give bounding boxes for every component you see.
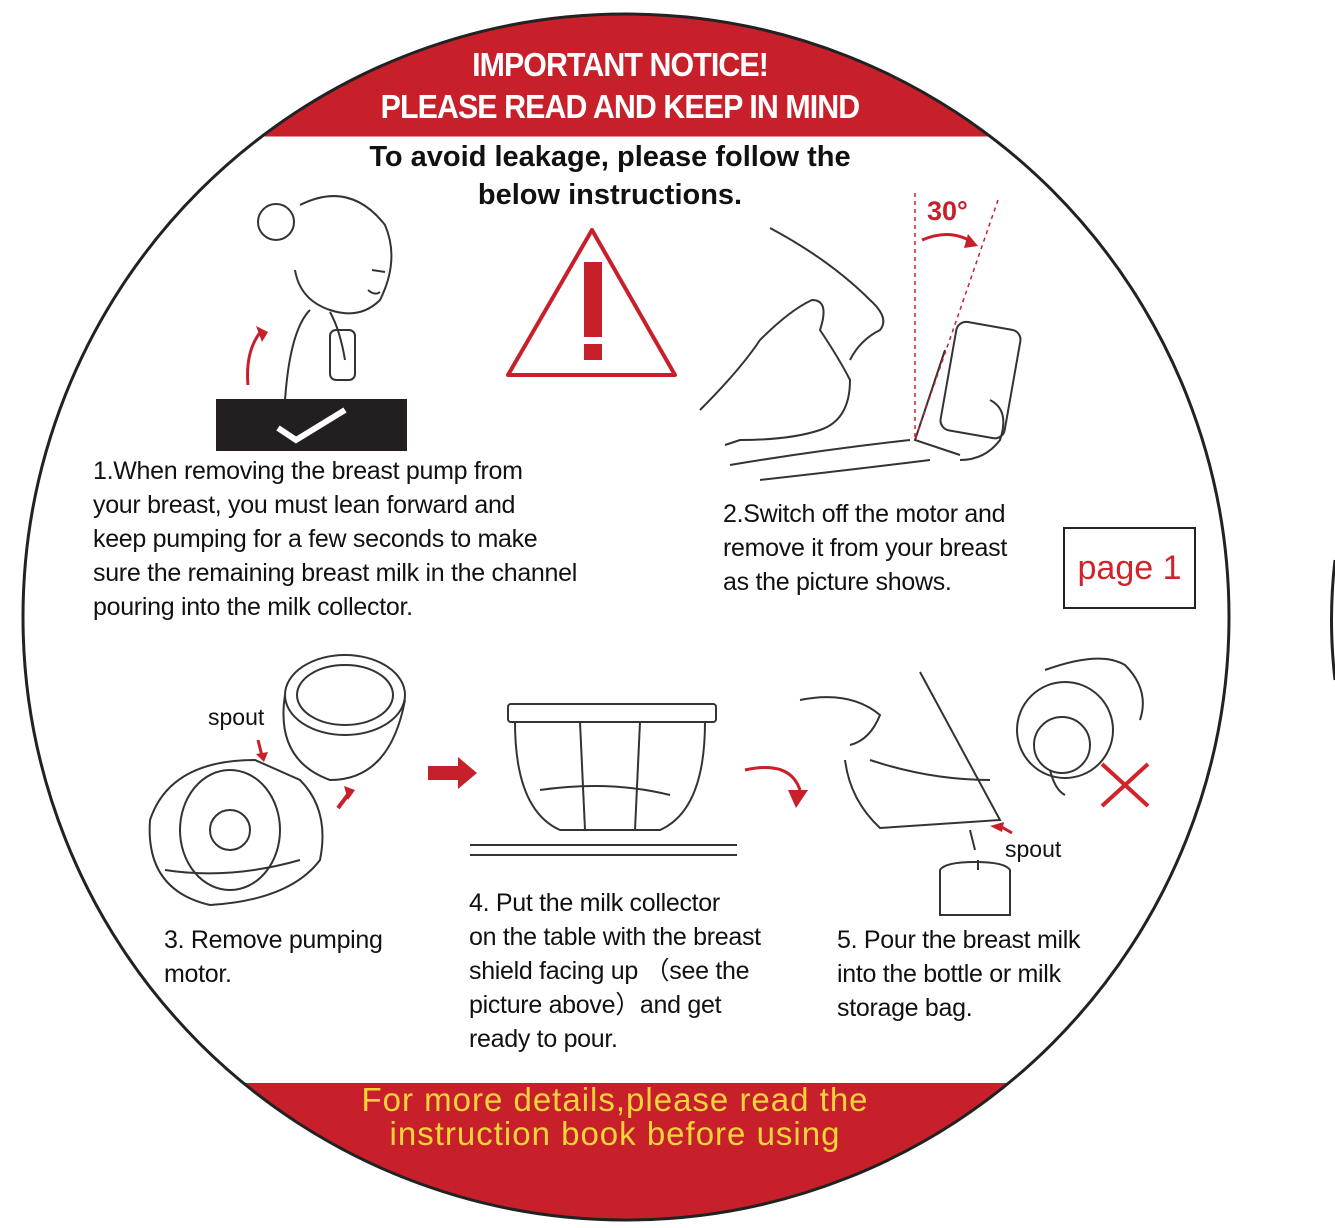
spout-label-left: spout <box>208 704 265 730</box>
pump-motor-icon <box>282 654 406 782</box>
arrow-right-icon <box>428 757 477 789</box>
milk-collector-icon <box>470 703 737 856</box>
hand-removing-pump-icon <box>699 227 1022 481</box>
page-label: page 1 <box>1077 548 1182 587</box>
pouring-collector-icon <box>799 671 1011 916</box>
step-1-text: 1.When removing the breast pump from you… <box>93 457 577 621</box>
wrong-method-icon <box>1016 657 1144 796</box>
step-4-text: 4. Put the milk collector on the table w… <box>469 889 761 1053</box>
angle-label: 30° <box>927 196 968 226</box>
spout-label-right: spout <box>1005 836 1062 862</box>
page-indicator: page 1 <box>1063 527 1196 609</box>
footer-text: For more details,please read the instruc… <box>361 1081 869 1152</box>
step-3-text: 3. Remove pumping motor. <box>164 926 383 988</box>
header-line-2: PLEASE READ AND KEEP IN MIND <box>380 88 861 125</box>
check-box <box>216 399 407 451</box>
cross-icon <box>1100 762 1150 808</box>
step-2-text: 2.Switch off the motor and remove it fro… <box>723 500 1007 596</box>
subheading: To avoid leakage, please follow the belo… <box>369 141 851 211</box>
warning-icon <box>506 228 677 377</box>
check-icon <box>276 407 347 444</box>
header-line-1: IMPORTANT NOTICE! <box>472 46 769 83</box>
breast-shield-icon <box>148 758 324 907</box>
step-5-text: 5. Pour the breast milk into the bottle … <box>837 926 1081 1022</box>
outer-circle <box>21 12 1231 1222</box>
header-title: IMPORTANT NOTICE! PLEASE READ AND KEEP I… <box>326 44 915 128</box>
woman-leaning-icon <box>257 195 393 401</box>
